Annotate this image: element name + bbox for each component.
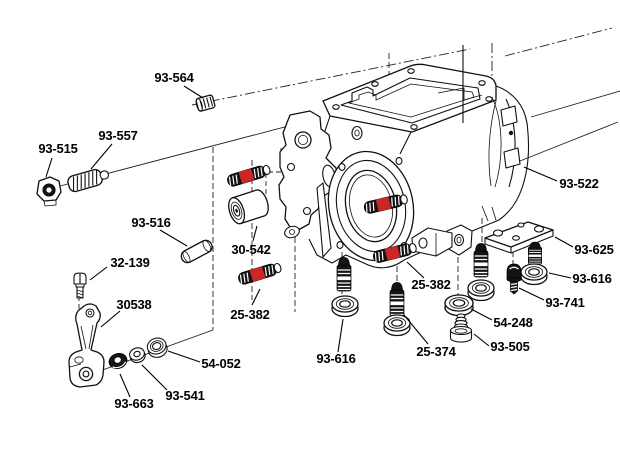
part-label-25-382-right: 25-382 xyxy=(411,277,450,292)
plug-93-616-left xyxy=(336,256,352,292)
screw-32-139 xyxy=(73,272,87,299)
pin-93-516 xyxy=(180,239,213,264)
leader-lines xyxy=(45,85,574,398)
part-label-30-542: 30-542 xyxy=(231,242,270,257)
part-label-30538: 30538 xyxy=(116,297,151,312)
part-label-54-248: 54-248 xyxy=(493,315,532,330)
washer-93-616-right xyxy=(520,263,548,286)
nut-93-515 xyxy=(36,176,62,207)
washer-93-663 xyxy=(108,353,128,369)
washer-center-right xyxy=(467,279,495,302)
fitting-93-505 xyxy=(449,313,473,343)
part-label-93-516: 93-516 xyxy=(131,215,170,230)
lever-arm-30538 xyxy=(68,303,105,388)
washer-93-541 xyxy=(129,347,146,364)
part-label-93-663: 93-663 xyxy=(114,396,153,411)
stud-25-382-d xyxy=(236,260,284,287)
part-label-32-139: 32-139 xyxy=(110,255,149,270)
washer-93-616-left xyxy=(331,295,359,318)
plug-25-374 xyxy=(389,281,405,317)
part-label-93-557: 93-557 xyxy=(98,128,137,143)
part-label-93-541: 93-541 xyxy=(165,388,204,403)
plug-center-right xyxy=(473,242,489,278)
part-label-25-382-left: 25-382 xyxy=(230,307,269,322)
plug-93-616-right xyxy=(527,241,543,265)
set-screw-93-564 xyxy=(195,94,216,112)
washer-54-248 xyxy=(444,294,474,317)
part-label-54-052: 54-052 xyxy=(201,356,240,371)
part-label-93-616-left: 93-616 xyxy=(316,351,355,366)
part-label-93-625: 93-625 xyxy=(574,242,613,257)
spring-93-557 xyxy=(67,168,109,193)
part-label-93-522: 93-522 xyxy=(559,176,598,191)
roller-30-542 xyxy=(228,189,269,225)
plate-93-625 xyxy=(484,221,554,254)
screw-93-741 xyxy=(506,263,522,295)
part-label-93-564: 93-564 xyxy=(154,70,194,85)
part-labels: 93-564 93-515 93-557 93-522 93-516 30-54… xyxy=(38,70,613,411)
part-label-93-515: 93-515 xyxy=(38,141,77,156)
part-label-93-741: 93-741 xyxy=(545,295,584,310)
part-label-25-374: 25-374 xyxy=(416,344,456,359)
part-label-93-616-right: 93-616 xyxy=(572,271,611,286)
part-label-93-505: 93-505 xyxy=(490,339,529,354)
stud-25-382-a xyxy=(225,162,273,189)
washer-54-052 xyxy=(146,337,168,358)
